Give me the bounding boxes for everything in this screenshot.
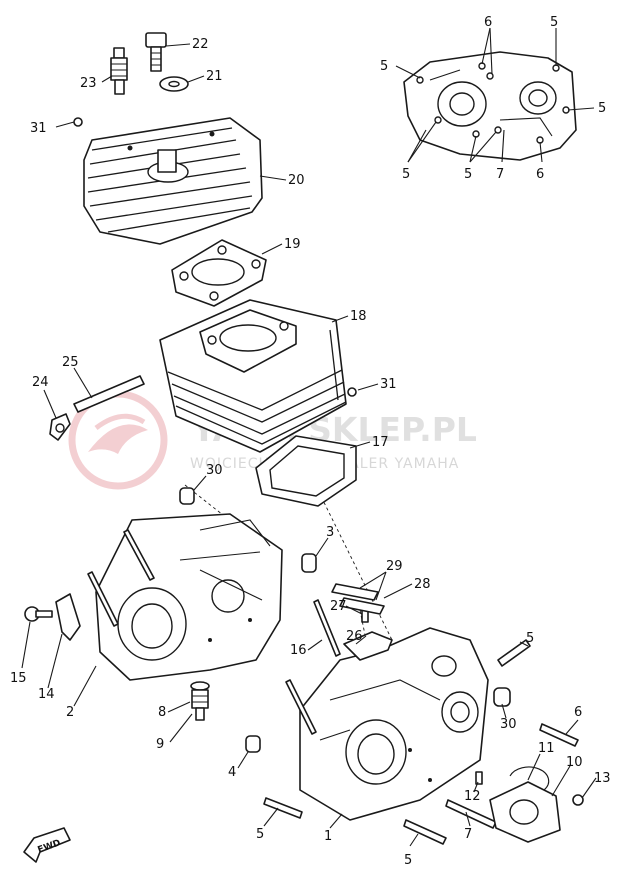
label-2: 2 xyxy=(66,705,74,720)
label-22: 22 xyxy=(192,37,209,52)
label-26: 26 xyxy=(346,629,363,644)
label-15: 15 xyxy=(10,671,27,686)
label-5-bolt: 5 xyxy=(526,631,534,646)
pin-12 xyxy=(475,771,483,785)
lever-arm xyxy=(55,593,81,641)
label-5-bottom-left: 5 xyxy=(256,827,264,842)
label-28: 28 xyxy=(414,577,431,592)
label-inset-5-left: 5 xyxy=(380,59,388,74)
label-20: 20 xyxy=(288,173,305,188)
label-18: 18 xyxy=(350,309,367,324)
label-27: 27 xyxy=(330,599,347,614)
label-19: 19 xyxy=(284,237,301,252)
fwd-arrow: FWD xyxy=(23,827,71,863)
label-4: 4 xyxy=(228,765,236,780)
long-bolts xyxy=(263,639,579,845)
label-1: 1 xyxy=(324,829,332,844)
label-inset-5-top: 5 xyxy=(550,15,558,30)
label-9: 9 xyxy=(156,737,164,752)
label-31-top: 31 xyxy=(30,121,47,136)
label-17: 17 xyxy=(372,435,389,450)
leader-lines xyxy=(21,27,597,847)
label-16: 16 xyxy=(290,643,307,658)
label-5-bottom: 5 xyxy=(404,853,412,868)
cylinder xyxy=(159,299,347,453)
label-14: 14 xyxy=(38,687,55,702)
label-inset-6-top: 6 xyxy=(484,15,492,30)
head-washer xyxy=(159,76,189,92)
label-8: 8 xyxy=(158,705,166,720)
label-24: 24 xyxy=(32,375,49,390)
label-7-bolt: 7 xyxy=(464,827,472,842)
dowel-pins xyxy=(179,487,511,753)
bolt-15 xyxy=(24,606,53,622)
pipe xyxy=(73,375,145,413)
drain-plug xyxy=(190,681,210,721)
label-29: 29 xyxy=(386,559,403,574)
label-23: 23 xyxy=(80,76,97,91)
label-12: 12 xyxy=(464,789,481,804)
small-screw xyxy=(73,117,357,397)
label-25: 25 xyxy=(62,355,79,370)
label-21: 21 xyxy=(206,69,223,84)
pipe-elbow xyxy=(49,413,71,441)
head-gasket xyxy=(171,239,267,307)
label-30-right: 30 xyxy=(500,717,517,732)
label-3: 3 xyxy=(326,525,334,540)
label-6-bolt: 6 xyxy=(574,705,582,720)
label-13: 13 xyxy=(594,771,611,786)
label-inset-7: 7 xyxy=(496,167,504,182)
spark-plug xyxy=(110,47,128,95)
base-gasket xyxy=(255,435,357,507)
side-cover xyxy=(489,781,561,843)
cylinder-head xyxy=(83,117,263,245)
head-bolt xyxy=(145,32,167,72)
label-11: 11 xyxy=(538,741,555,756)
crankcase-inset xyxy=(403,51,577,161)
circlip xyxy=(509,766,550,791)
rod-set xyxy=(331,583,385,615)
crankcase-right xyxy=(285,599,489,821)
screw-13 xyxy=(572,794,584,806)
label-10: 10 xyxy=(566,755,583,770)
label-inset-5-bl: 5 xyxy=(402,167,410,182)
callout-labels: 22 23 21 31 20 19 18 25 24 31 17 30 3 29… xyxy=(10,15,611,868)
label-31-mid: 31 xyxy=(380,377,397,392)
crankcase-left xyxy=(87,513,283,681)
bearing-cap xyxy=(343,631,393,661)
label-inset-6-bottom: 6 xyxy=(536,167,544,182)
label-inset-5-right: 5 xyxy=(598,101,606,116)
label-inset-5-bm: 5 xyxy=(464,167,472,182)
label-30-left: 30 xyxy=(206,463,223,478)
